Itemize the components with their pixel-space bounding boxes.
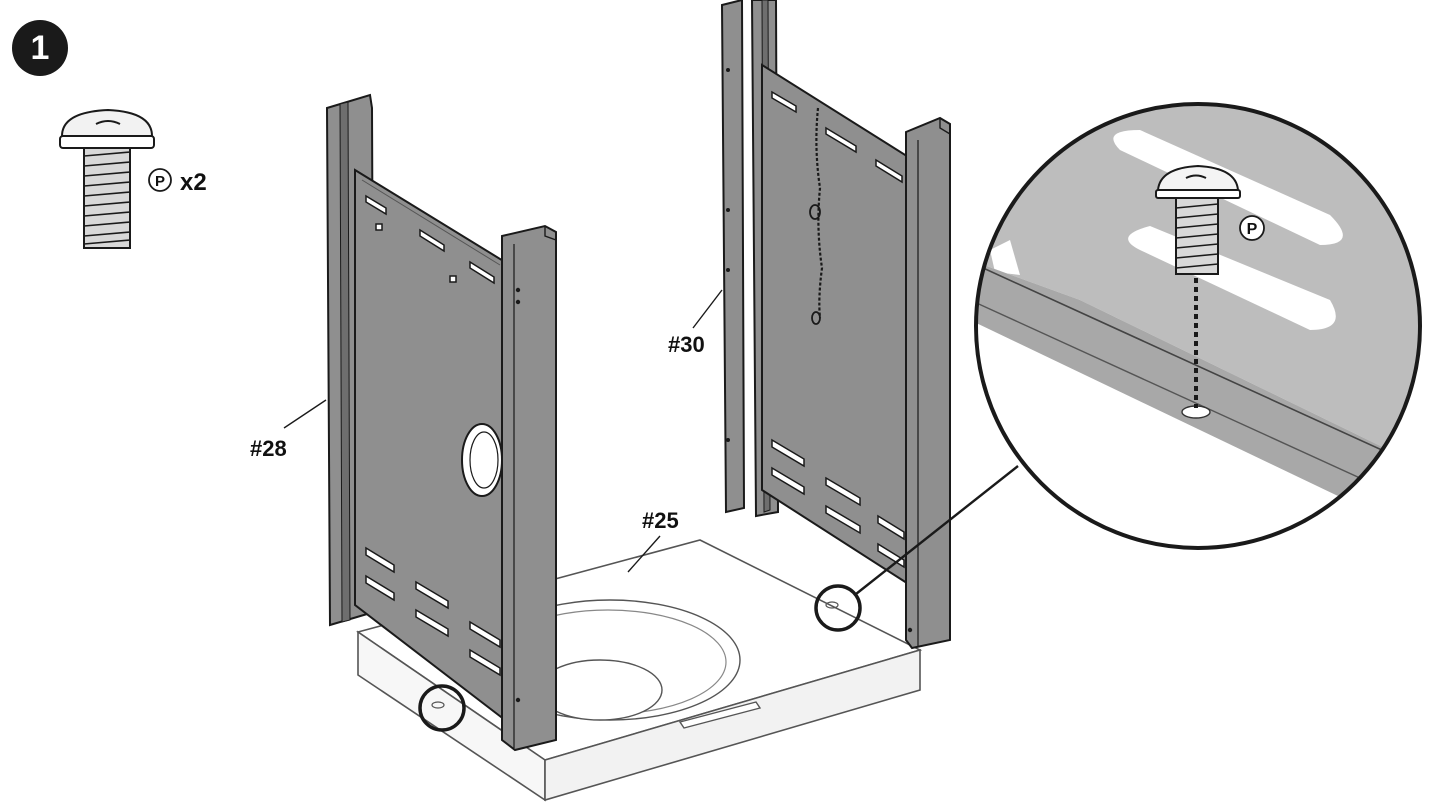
zoom-detail-border xyxy=(974,102,1422,550)
label-part-28: #28 xyxy=(250,436,287,461)
detail-part-letter-circle xyxy=(1239,215,1265,241)
side-panel-right xyxy=(720,0,951,650)
zoom-detail-view xyxy=(976,104,1420,548)
label-part-30: #30 xyxy=(668,332,705,357)
highlight-circle-right xyxy=(814,584,862,632)
hardware-part-letter: P xyxy=(155,173,165,190)
part-letter-circle xyxy=(148,168,172,192)
label-part-25: #25 xyxy=(642,508,679,533)
highlight-circle-left xyxy=(418,684,466,732)
screw-hardware-icon xyxy=(59,108,155,249)
detail-part-letter: P xyxy=(1247,221,1258,238)
callout-leader-line xyxy=(855,465,1019,595)
step-number-badge: 1 xyxy=(12,20,68,76)
side-panel-left xyxy=(325,93,557,752)
hardware-quantity: x2 xyxy=(180,169,207,196)
